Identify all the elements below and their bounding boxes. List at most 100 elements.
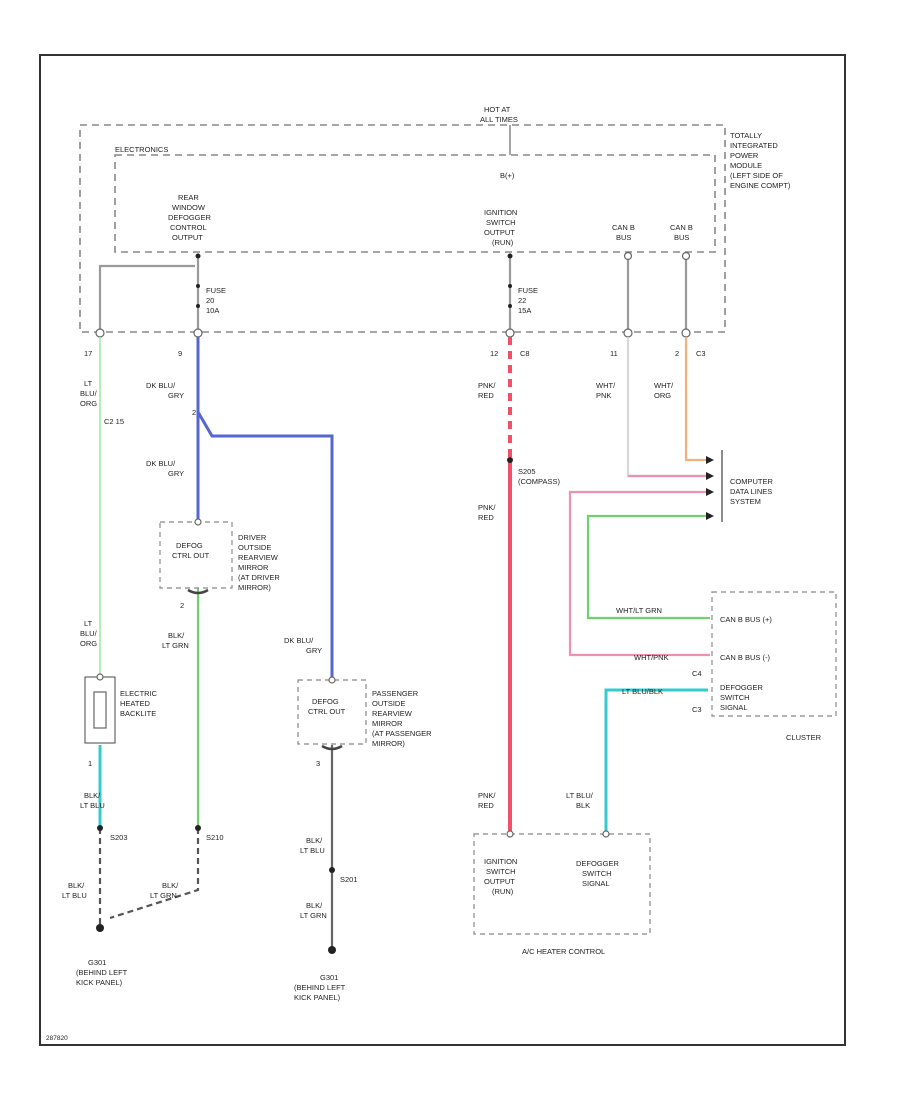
- wire-label-c2-15: C2 15: [104, 417, 124, 426]
- hvac-defogger-label: DEFOGGER SWITCH SIGNAL: [576, 859, 620, 888]
- svg-text:SYSTEM: SYSTEM: [730, 497, 761, 506]
- svg-text:(COMPASS): (COMPASS): [518, 477, 560, 486]
- passenger-mirror-pin-3: 3: [316, 759, 320, 768]
- svg-text:CONTROL: CONTROL: [170, 223, 207, 232]
- hot-at-label: HOT AT: [484, 105, 511, 114]
- connector-9: [193, 328, 203, 338]
- connector-11: [623, 328, 633, 338]
- pin-dot-defog: [195, 253, 201, 259]
- wire-wht-org: [684, 337, 706, 462]
- svg-text:MIRROR): MIRROR): [372, 739, 405, 748]
- svg-text:PASSENGER: PASSENGER: [372, 689, 419, 698]
- electronics-box: [114, 154, 716, 253]
- svg-text:MODULE: MODULE: [730, 161, 762, 170]
- svg-text:20: 20: [206, 296, 214, 305]
- wire-label-dk-blu-gry-3: DK BLU/ GRY: [284, 636, 322, 655]
- svg-text:DK BLU/: DK BLU/: [146, 381, 176, 390]
- wire-label-wht-pnk-2: WHT/PNK: [634, 653, 669, 662]
- svg-text:WINDOW: WINDOW: [172, 203, 206, 212]
- pin-dot-ign: [507, 253, 513, 259]
- svg-text:OUTPUT: OUTPUT: [484, 877, 515, 886]
- diagram-code: 287820: [46, 1035, 68, 1042]
- svg-text:INTEGRATED: INTEGRATED: [730, 141, 778, 150]
- driver-mirror-connector-icon: [187, 588, 209, 595]
- svg-text:REARVIEW: REARVIEW: [372, 709, 413, 718]
- svg-text:BACKLITE: BACKLITE: [120, 709, 156, 718]
- wire-label-dk-blu-gry: DK BLU/ GRY: [146, 381, 184, 400]
- svg-text:POWER: POWER: [730, 151, 759, 160]
- backlite-element-icon: [93, 691, 107, 729]
- svg-text:LT BLU/: LT BLU/: [566, 791, 594, 800]
- wire-label-pnk-red: PNK/ RED: [478, 381, 496, 400]
- svg-text:REARVIEW: REARVIEW: [238, 553, 279, 562]
- svg-text:(AT PASSENGER: (AT PASSENGER: [372, 729, 432, 738]
- passenger-mirror-pin: [328, 676, 336, 684]
- driver-mirror-box: [159, 521, 233, 589]
- wire-wht-pnk: [626, 337, 706, 478]
- svg-text:BUS: BUS: [674, 233, 689, 242]
- svg-text:LT GRN: LT GRN: [300, 911, 327, 920]
- fuse-22-label: FUSE 22 15A: [518, 286, 538, 315]
- svg-text:IGNITION: IGNITION: [484, 208, 517, 217]
- cluster-c3: C3: [692, 705, 702, 714]
- b-plus-label: B(+): [500, 171, 515, 180]
- svg-text:BLK/: BLK/: [162, 881, 179, 890]
- svg-text:BLK/: BLK/: [306, 836, 323, 845]
- svg-text:CAN B: CAN B: [612, 223, 635, 232]
- svg-text:DK BLU/: DK BLU/: [146, 459, 176, 468]
- pin-canbus-1-label: CAN B BUS: [612, 223, 635, 242]
- svg-text:TOTALLY: TOTALLY: [730, 131, 762, 140]
- pin-rear-defogger-label: REAR WINDOW DEFOGGER CONTROL OUTPUT: [168, 193, 212, 242]
- connector-17: [95, 328, 105, 338]
- internal-wire-backlite: [98, 264, 195, 332]
- computer-data-lines-label: COMPUTER DATA LINES SYSTEM: [730, 477, 774, 506]
- wire-label-wht-org: WHT/ ORG: [654, 381, 674, 400]
- svg-text:WHT/: WHT/: [654, 381, 674, 390]
- svg-text:CTRL OUT: CTRL OUT: [172, 551, 210, 560]
- splice-s205: [507, 457, 513, 463]
- wire-label-lt-blu-blk: LT BLU/ BLK: [566, 791, 594, 810]
- backlite-pin-1: 1: [88, 759, 92, 768]
- data-lines-terminals: [706, 456, 714, 520]
- svg-text:DEFOGGER: DEFOGGER: [576, 859, 620, 868]
- fuse-20-bottom: [196, 304, 200, 308]
- svg-text:LT BLU: LT BLU: [62, 891, 87, 900]
- svg-text:BLU/: BLU/: [80, 389, 98, 398]
- wire-s210-join: [109, 828, 200, 920]
- svg-text:OUTPUT: OUTPUT: [172, 233, 203, 242]
- backlite-box: [84, 676, 116, 744]
- splice-s203: [97, 825, 103, 831]
- svg-text:CAN B: CAN B: [670, 223, 693, 232]
- splice-s210-label: S210: [206, 833, 224, 842]
- svg-text:RED: RED: [478, 801, 494, 810]
- svg-text:(BEHIND LEFT: (BEHIND LEFT: [76, 968, 128, 977]
- diagram-frame: [39, 54, 846, 1046]
- svg-text:IGNITION: IGNITION: [484, 857, 517, 866]
- svg-text:RED: RED: [478, 513, 494, 522]
- svg-text:CAN B BUS (-): CAN B BUS (-): [720, 653, 771, 662]
- svg-text:(RUN): (RUN): [492, 887, 514, 896]
- svg-text:S205: S205: [518, 467, 536, 476]
- wire-label-lt-blu-org-2: LT BLU/ ORG: [80, 619, 98, 648]
- svg-text:LT BLU: LT BLU: [300, 846, 325, 855]
- svg-text:DEFOGGER: DEFOGGER: [720, 683, 764, 692]
- cavity-2: 2: [675, 349, 679, 358]
- svg-text:OUTSIDE: OUTSIDE: [238, 543, 271, 552]
- svg-text:MIRROR: MIRROR: [238, 563, 269, 572]
- backlite-label: ELECTRIC HEATED BACKLITE: [120, 689, 158, 718]
- driver-mirror-pin-2: 2: [180, 601, 184, 610]
- svg-text:SWITCH: SWITCH: [486, 218, 516, 227]
- wire-lt-blu-blk: [604, 688, 708, 832]
- hvac-control-box: [473, 833, 651, 935]
- svg-text:LT GRN: LT GRN: [162, 641, 189, 650]
- hvac-pin-defog: [602, 830, 610, 838]
- hvac-pin-ign: [506, 830, 514, 838]
- wire-label-c2: 2: [192, 408, 196, 417]
- svg-text:ORG: ORG: [654, 391, 671, 400]
- svg-text:DEFOG: DEFOG: [176, 541, 203, 550]
- tipm-box: [79, 124, 726, 333]
- svg-text:PNK/: PNK/: [478, 381, 496, 390]
- module-name: TOTALLY INTEGRATED POWER MODULE (LEFT SI…: [730, 131, 791, 190]
- svg-text:ENGINE COMPT): ENGINE COMPT): [730, 181, 791, 190]
